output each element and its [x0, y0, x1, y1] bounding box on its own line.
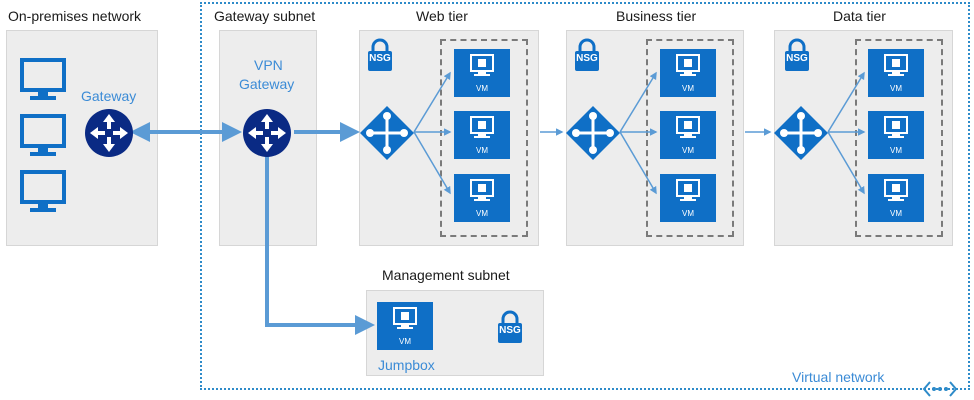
- web-availability-set: [440, 39, 528, 237]
- nsg-label: NSG: [786, 53, 808, 64]
- business-vm-2: VM: [660, 111, 716, 159]
- vm-icon: [884, 116, 908, 138]
- data-availability-set: [855, 39, 943, 237]
- web-vm-3: VM: [454, 174, 510, 222]
- vm-label: VM: [890, 84, 902, 93]
- gateway-router-icon: [85, 109, 133, 157]
- business-tier-label: Business tier: [616, 8, 697, 24]
- on-premises-label: On-premises network: [8, 8, 142, 24]
- gateway-label: Gateway: [81, 88, 137, 104]
- data-vm-1: VM: [868, 49, 924, 97]
- jumpbox-label: Jumpbox: [378, 357, 435, 373]
- vm-icon: [470, 54, 494, 76]
- business-vm-3: VM: [660, 174, 716, 222]
- vpn-gateway-router-icon: [243, 109, 291, 157]
- monitor-icon: [20, 58, 66, 100]
- virtual-network-label: Virtual network: [792, 369, 885, 385]
- vm-icon: [884, 54, 908, 76]
- monitor-icon: [20, 114, 66, 156]
- web-load-balancer-icon: [360, 106, 414, 160]
- business-availability-set: [646, 39, 734, 237]
- web-tier-label: Web tier: [416, 8, 468, 24]
- vm-label: VM: [476, 84, 488, 93]
- vm-icon: [393, 307, 417, 329]
- vm-label: VM: [476, 209, 488, 218]
- virtual-network-boundary: [200, 2, 970, 390]
- nsg-label: NSG: [576, 53, 598, 64]
- web-vm-1: VM: [454, 49, 510, 97]
- business-vm-1: VM: [660, 49, 716, 97]
- vm-label: VM: [682, 209, 694, 218]
- vm-icon: [470, 116, 494, 138]
- vm-label: VM: [890, 209, 902, 218]
- management-subnet-label: Management subnet: [382, 267, 510, 283]
- vm-icon: [470, 179, 494, 201]
- web-nsg-icon: NSG: [367, 38, 393, 72]
- business-load-balancer-icon: [566, 106, 620, 160]
- vm-label: VM: [476, 146, 488, 155]
- gateway-subnet-label: Gateway subnet: [214, 8, 316, 24]
- vm-icon: [884, 179, 908, 201]
- nsg-label: NSG: [499, 325, 521, 336]
- vpn-gateway-label-line1: VPN: [254, 57, 283, 73]
- vm-label: VM: [682, 146, 694, 155]
- web-vm-2: VM: [454, 111, 510, 159]
- data-vm-2: VM: [868, 111, 924, 159]
- vm-label: VM: [682, 84, 694, 93]
- vm-icon: [676, 54, 700, 76]
- vm-label: VM: [399, 337, 411, 346]
- data-vm-3: VM: [868, 174, 924, 222]
- monitor-icon: [20, 170, 66, 212]
- business-nsg-icon: NSG: [574, 38, 600, 72]
- data-load-balancer-icon: [774, 106, 828, 160]
- data-nsg-icon: NSG: [784, 38, 810, 72]
- vm-icon: [676, 116, 700, 138]
- management-nsg-icon: NSG: [497, 310, 523, 344]
- vpn-gateway-label-line2: Gateway: [239, 76, 295, 92]
- data-tier-label: Data tier: [833, 8, 886, 24]
- vm-icon: [676, 179, 700, 201]
- jumpbox-vm: VM: [377, 302, 433, 350]
- virtual-network-icon: [922, 381, 958, 397]
- nsg-label: NSG: [369, 53, 391, 64]
- vm-label: VM: [890, 146, 902, 155]
